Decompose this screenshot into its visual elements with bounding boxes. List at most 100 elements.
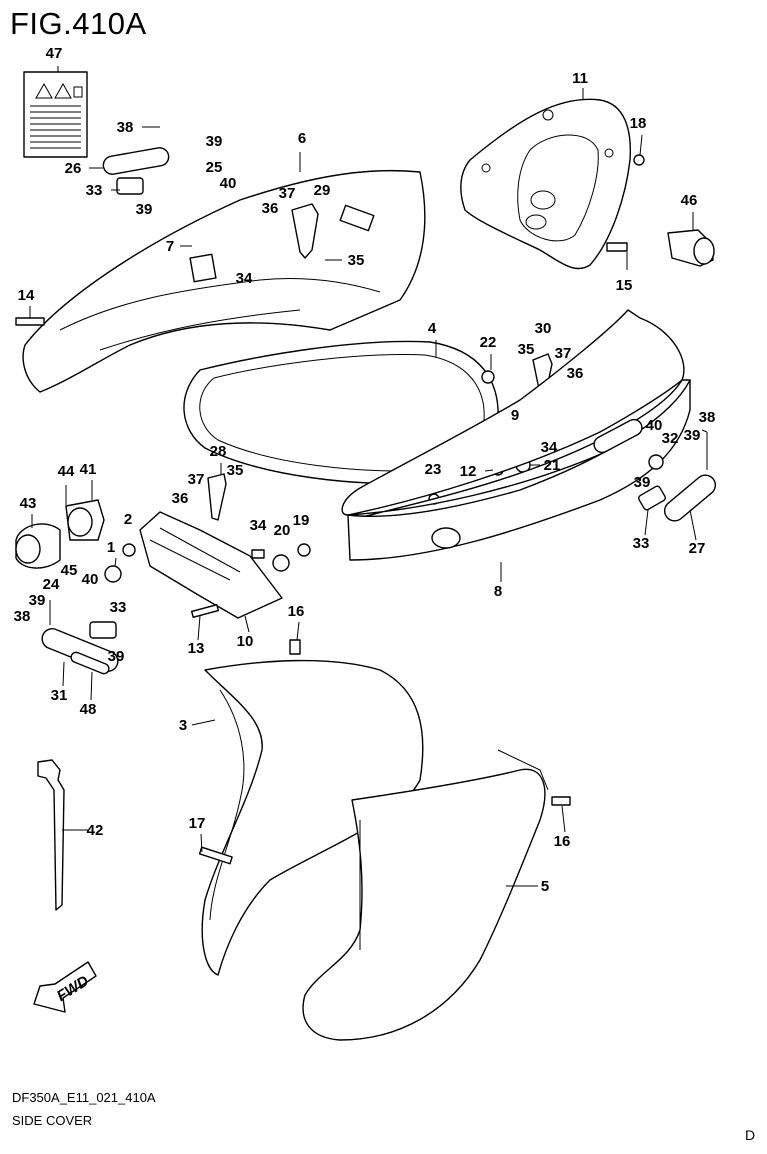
callout-25: 25 [206, 159, 223, 176]
sleeve-part-43 [15, 523, 61, 569]
corner-mark: D [745, 1127, 756, 1143]
callout-39f: 39 [108, 648, 125, 665]
callout-34a: 34 [236, 270, 253, 287]
callout-36a: 36 [262, 200, 279, 217]
callout-39a: 39 [206, 133, 223, 150]
callout-17: 17 [189, 815, 206, 832]
lower-cover-part-3 [201, 659, 424, 976]
figure-name: SIDE COVER [12, 1113, 93, 1128]
callout-32: 32 [662, 430, 679, 447]
grommet-part-22 [481, 370, 495, 384]
callout-28: 28 [210, 443, 227, 460]
spacer-part-40-right [648, 454, 664, 470]
bolt-part-16-upper [289, 639, 301, 655]
leader-lines [29, 66, 708, 887]
bolt-part-17 [198, 846, 233, 865]
warning-label-part-47 [23, 71, 88, 158]
callout-19: 19 [293, 512, 310, 529]
callout-48: 48 [80, 701, 97, 718]
callout-39e: 39 [29, 592, 46, 609]
callout-22: 22 [480, 334, 497, 351]
callout-34b: 34 [541, 439, 558, 456]
callout-44: 44 [58, 463, 75, 480]
callout-42: 42 [87, 822, 104, 839]
handle-part-27 [663, 474, 717, 522]
figure-title: FIG.410A [10, 6, 147, 41]
callout-8: 8 [494, 583, 502, 600]
callout-6: 6 [298, 130, 306, 147]
bracket-part-10 [139, 511, 283, 619]
grip-part-48 [70, 651, 110, 675]
callout-35b: 35 [518, 341, 535, 358]
bolt-part-14 [15, 317, 45, 326]
callout-38b: 38 [699, 409, 716, 426]
callout-35a: 35 [348, 252, 365, 269]
callout-36b: 36 [567, 365, 584, 382]
fitting-part-41 [65, 499, 105, 541]
bolt-part-34-lower [251, 549, 265, 559]
callout-37b: 37 [555, 345, 572, 362]
callout-27: 27 [689, 540, 706, 557]
callout-31: 31 [51, 687, 68, 704]
callout-26: 26 [65, 160, 82, 177]
catch-part-33-lower [89, 621, 117, 639]
callout-46: 46 [681, 192, 698, 209]
plug-part-46 [667, 229, 715, 267]
callout-20: 20 [274, 522, 291, 539]
fwd-arrow-icon [33, 961, 97, 1013]
callout-18: 18 [630, 115, 647, 132]
handle-part-26 [102, 147, 170, 175]
grommet-part-20 [272, 554, 290, 572]
callout-33a: 33 [86, 182, 103, 199]
callout-10: 10 [237, 633, 254, 650]
washer-part-2 [122, 543, 136, 557]
tie-part-42 [37, 759, 65, 911]
callout-41: 41 [80, 461, 97, 478]
callout-43: 43 [20, 495, 37, 512]
callout-47: 47 [46, 45, 63, 62]
callout-39b: 39 [136, 201, 153, 218]
bracket-part-29 [291, 203, 319, 259]
callout-21: 21 [544, 457, 561, 474]
side-cover-part-6 [22, 169, 426, 393]
bolt-part-15 [606, 242, 628, 252]
callout-12: 12 [460, 463, 477, 480]
callout-30: 30 [535, 320, 552, 337]
bracket-part-28 [207, 473, 227, 521]
grommet-part-1 [104, 565, 122, 583]
catch-part-33-right [638, 485, 666, 511]
callout-14: 14 [18, 287, 35, 304]
callout-39c: 39 [684, 427, 701, 444]
callout-24: 24 [43, 576, 60, 593]
callout-34c: 34 [250, 517, 267, 534]
callout-13: 13 [188, 640, 205, 657]
top-cover-part-11 [460, 98, 632, 270]
bolt-part-13 [190, 604, 220, 618]
callout-5: 5 [541, 878, 549, 895]
callout-38a: 38 [117, 119, 134, 136]
callout-23: 23 [425, 461, 442, 478]
callout-1: 1 [107, 539, 115, 556]
callout-2: 2 [124, 511, 132, 528]
callout-29: 29 [314, 182, 331, 199]
bolt-part-18 [633, 154, 645, 166]
callout-40b: 40 [646, 417, 663, 434]
callout-9: 9 [511, 407, 519, 424]
grommet-part-19 [297, 543, 311, 557]
callout-16b: 16 [554, 833, 571, 850]
callout-7: 7 [166, 238, 174, 255]
callout-39d: 39 [634, 474, 651, 491]
callout-40c: 40 [82, 571, 99, 588]
callout-38c: 38 [14, 608, 31, 625]
callout-37a: 37 [279, 185, 296, 202]
bolt-part-16-lower [551, 796, 571, 806]
callout-33c: 33 [110, 599, 127, 616]
callout-3: 3 [179, 717, 187, 734]
figure-code: DF350A_E11_021_410A [12, 1090, 156, 1105]
callout-11: 11 [572, 70, 588, 87]
callout-4: 4 [428, 320, 437, 337]
side-cover-part-8 [341, 309, 691, 561]
lower-cover-part-5 [302, 749, 549, 1041]
